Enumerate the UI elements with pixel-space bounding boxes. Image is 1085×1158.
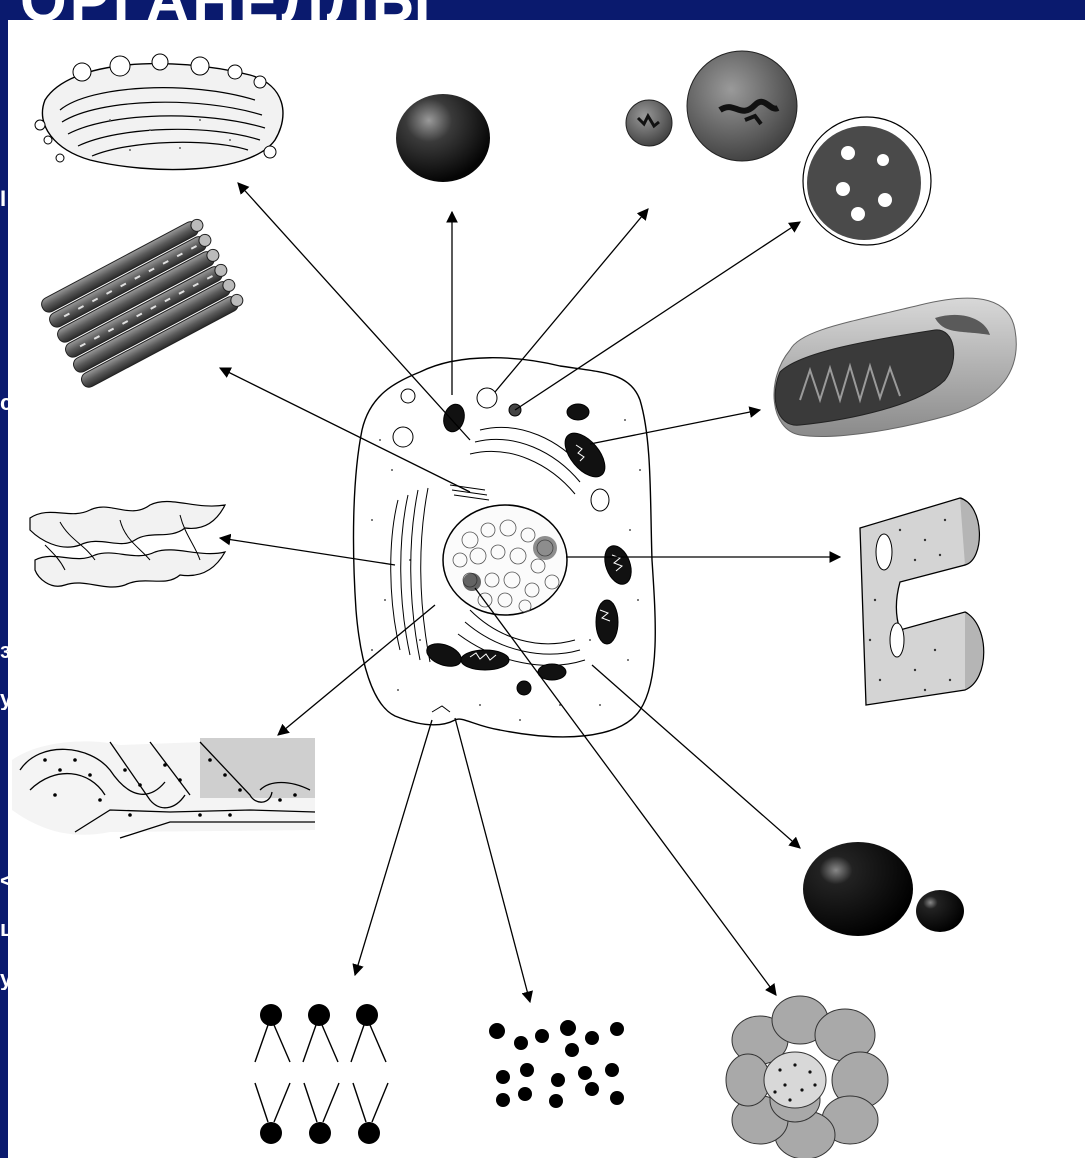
- arrow-ribosome: [592, 665, 800, 848]
- lipid-bilayer-icon: [255, 1004, 388, 1144]
- mitochondrion-icon: [774, 298, 1016, 436]
- dots-icon: [489, 1020, 624, 1108]
- golgi-icon: [35, 54, 283, 170]
- vacuole-pair-icon: [626, 51, 797, 161]
- ribosome-subunits-icon: [803, 842, 964, 936]
- nucleolus-icon: [726, 996, 888, 1158]
- perforated-membrane-icon: [860, 498, 984, 705]
- arrow-granules: [455, 718, 530, 1002]
- microtubule-bundle-icon: [39, 216, 246, 389]
- disc-with-holes-icon: [803, 117, 931, 245]
- arrow-golgi: [238, 183, 470, 440]
- dark-sphere-icon: [396, 94, 490, 182]
- arrow-plasma-membrane: [355, 720, 432, 975]
- rough-er-icon: [12, 738, 315, 838]
- smooth-er-icon: [30, 501, 225, 587]
- arrow-vacuoles: [495, 209, 648, 392]
